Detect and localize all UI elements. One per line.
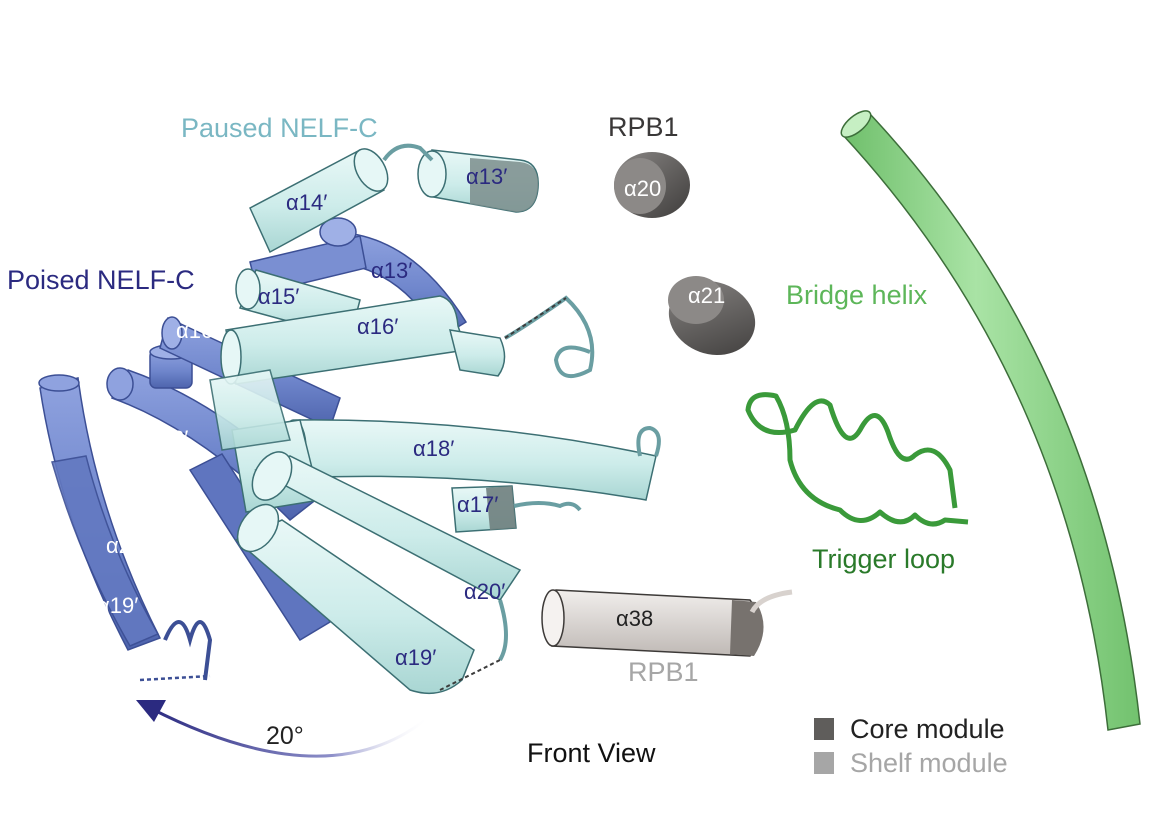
label-rotation: 20° [266, 722, 304, 750]
bridge-helix [840, 113, 1141, 731]
helix-label-a18-paused: α18′ [413, 436, 454, 461]
helix-a18-paused [289, 419, 657, 501]
trigger-loop [745, 392, 969, 527]
legend-shelf: Shelf module [814, 746, 1008, 780]
helix-label-a18-poised: α18′ [147, 426, 188, 451]
helix-a38-rpb1 [551, 589, 761, 657]
label-paused-nelf-c: Paused NELF-C [181, 113, 378, 143]
legend-shelf-label: Shelf module [850, 747, 1008, 778]
helix-label-a20-poised: α20′ [106, 533, 147, 558]
label-bridge-helix: Bridge helix [786, 280, 928, 310]
shelf-swatch [814, 752, 834, 774]
helix-label-a13-paused: α13′ [466, 164, 507, 189]
helix-label-a19-poised: α19′ [97, 593, 138, 618]
helix-label-a16-poised: α16′ [176, 318, 217, 343]
helix-label-a20-paused: α20′ [464, 579, 505, 604]
helix-label-a17-paused: α17′ [457, 492, 498, 517]
helix-label-a13-poised: α13′ [371, 258, 412, 283]
label-rpb1-bottom: RPB1 [628, 657, 699, 687]
arrowhead-icon [136, 700, 166, 722]
rotation-arrow [149, 706, 431, 758]
paused-nelf-c [209, 143, 661, 695]
label-trigger-loop: Trigger loop [812, 544, 955, 574]
legend-core-label: Core module [850, 713, 1005, 744]
helix-label-a14-paused: α14′ [286, 190, 327, 215]
helix-a20-poised [51, 455, 160, 647]
helix-label-a16-paused: α16′ [357, 314, 398, 339]
helix-a19-paused [234, 519, 475, 695]
legend-core: Core module [814, 712, 1008, 746]
helix-label-a19-paused: α19′ [395, 645, 436, 670]
rpb1-core [614, 152, 756, 356]
helix-label-a15-poised: α15′ [258, 284, 299, 309]
helix-label-a38-rpb1: α38 [616, 606, 653, 631]
legend: Core module Shelf module [814, 712, 1008, 780]
core-swatch [814, 718, 834, 740]
label-rpb1-top: RPB1 [608, 112, 679, 142]
helix-label-a21-rpb1: α21 [688, 283, 725, 308]
helix-a14-paused [249, 149, 386, 254]
helix-label-a20-rpb1: α20 [624, 176, 661, 201]
label-poised-nelf-c: Poised NELF-C [7, 265, 195, 295]
label-front-view: Front View [527, 738, 656, 768]
rpb1-shelf [541, 589, 793, 657]
